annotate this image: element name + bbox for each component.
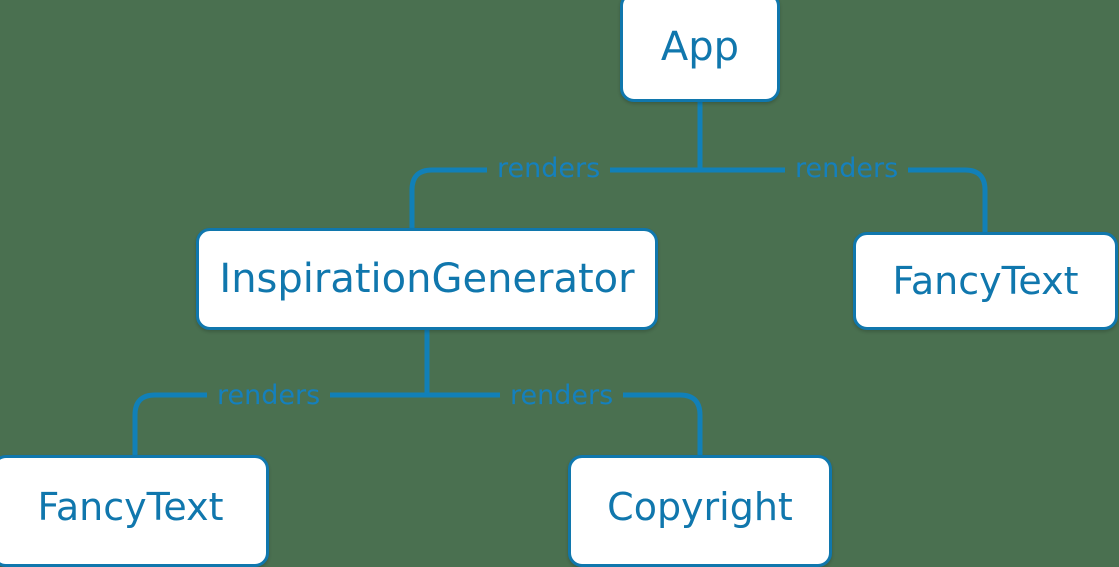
edge-inspiration-to-copyright (427, 392, 703, 455)
node-fancytext-right[interactable]: FancyText (853, 232, 1118, 330)
node-fancytext-right-label: FancyText (892, 259, 1079, 303)
node-fancytext-left[interactable]: FancyText (0, 455, 269, 567)
edge-label-renders-app-fancytext: renders (785, 155, 909, 182)
node-copyright[interactable]: Copyright (568, 455, 832, 567)
edge-app-to-inspiration (409, 167, 700, 228)
edge-label-renders-app-inspiration: renders (487, 155, 611, 182)
edge-label-renders-inspiration-copyright: renders (500, 382, 624, 409)
node-app-label: App (660, 24, 740, 70)
edge-label-renders-inspiration-fancytext: renders (207, 382, 331, 409)
edge-app-to-fancytext (700, 167, 988, 232)
node-inspiration-generator-label: InspirationGenerator (219, 256, 635, 302)
node-inspiration-generator[interactable]: InspirationGenerator (196, 228, 658, 330)
node-fancytext-left-label: FancyText (37, 485, 224, 529)
edge-inspiration-to-fancytext (132, 392, 427, 455)
node-app[interactable]: App (620, 0, 780, 102)
node-copyright-label: Copyright (607, 485, 793, 529)
